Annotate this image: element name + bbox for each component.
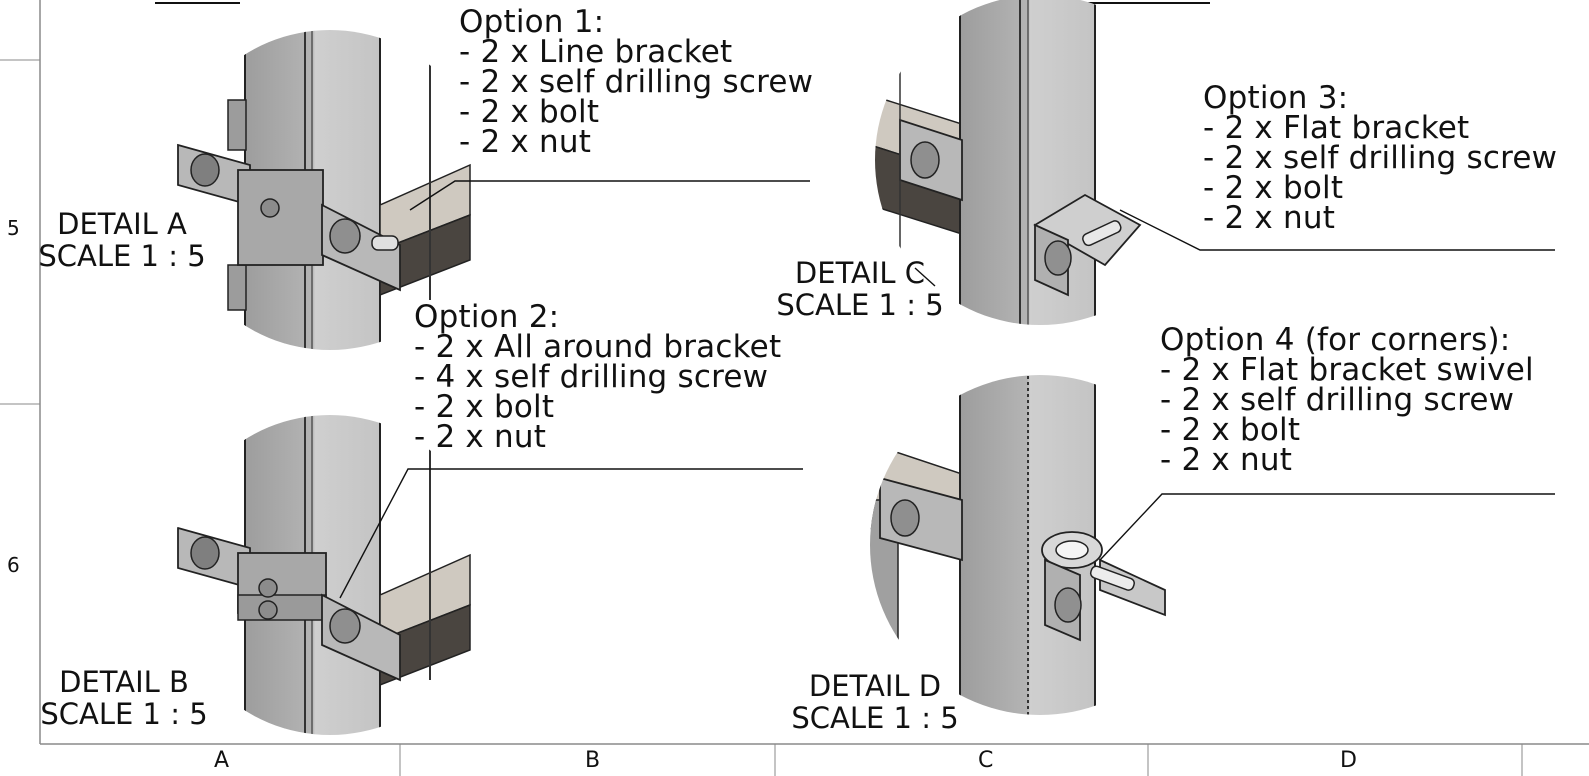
column-label-b: B bbox=[585, 748, 601, 773]
option-1-title: Option 1: bbox=[459, 4, 605, 40]
option-4-item: - 2 x Flat bracket swivel bbox=[1160, 352, 1534, 388]
option-1-item: - 2 x Line bracket bbox=[459, 34, 733, 70]
detail-c-scale: SCALE 1 : 5 bbox=[776, 288, 944, 322]
leader-lines bbox=[339, 180, 1555, 599]
detail-d-name: DETAIL D bbox=[808, 669, 942, 703]
option-2-callout: Option 2: - 2 x All around bracket - 4 x… bbox=[414, 299, 782, 455]
option-2-title: Option 2: bbox=[414, 299, 560, 335]
option-3-item: - 2 x bolt bbox=[1203, 170, 1344, 206]
option-1-item: - 2 x self drilling screw bbox=[459, 64, 814, 100]
option-3-callout: Option 3: - 2 x Flat bracket - 2 x self … bbox=[1203, 80, 1558, 236]
detail-b-name: DETAIL B bbox=[59, 665, 189, 699]
leader-option-3 bbox=[1119, 209, 1555, 251]
detail-b-illustration bbox=[170, 415, 490, 735]
detail-a-name: DETAIL A bbox=[57, 207, 187, 241]
option-2-item: - 4 x self drilling screw bbox=[414, 359, 769, 395]
option-3-item: - 2 x Flat bracket bbox=[1203, 110, 1470, 146]
detail-a-scale: SCALE 1 : 5 bbox=[38, 239, 206, 273]
leader-option-1 bbox=[409, 180, 810, 211]
detail-d-illustration bbox=[870, 375, 1210, 715]
option-1-callout: Option 1: - 2 x Line bracket - 2 x self … bbox=[459, 4, 814, 160]
detail-b-label: DETAIL B SCALE 1 : 5 bbox=[24, 666, 224, 730]
detail-b-scale: SCALE 1 : 5 bbox=[40, 697, 208, 731]
option-2-item: - 2 x All around bracket bbox=[414, 329, 782, 365]
option-4-title: Option 4 (for corners): bbox=[1160, 322, 1511, 358]
column-label-a: A bbox=[214, 748, 230, 773]
option-3-item: - 2 x nut bbox=[1203, 200, 1336, 236]
detail-a-label: DETAIL A SCALE 1 : 5 bbox=[22, 208, 222, 272]
detail-c-name: DETAIL C bbox=[794, 256, 926, 290]
option-3-item: - 2 x self drilling screw bbox=[1203, 140, 1558, 176]
option-2-item: - 2 x bolt bbox=[414, 389, 555, 425]
leader-option-2 bbox=[339, 468, 803, 599]
column-label-c: C bbox=[978, 748, 994, 773]
option-1-item: - 2 x nut bbox=[459, 124, 592, 160]
option-2-item: - 2 x nut bbox=[414, 419, 547, 455]
row-label-6: 6 bbox=[7, 553, 20, 577]
leader-option-4 bbox=[1099, 493, 1555, 561]
detail-c-label: DETAIL C SCALE 1 : 5 bbox=[760, 257, 960, 321]
detail-d-label: DETAIL D SCALE 1 : 5 bbox=[775, 670, 975, 734]
column-label-d: D bbox=[1340, 748, 1357, 773]
option-1-item: - 2 x bolt bbox=[459, 94, 600, 130]
option-4-item: - 2 x self drilling screw bbox=[1160, 382, 1515, 418]
option-4-item: - 2 x nut bbox=[1160, 442, 1293, 478]
detail-d-scale: SCALE 1 : 5 bbox=[791, 701, 959, 735]
option-3-title: Option 3: bbox=[1203, 80, 1349, 116]
option-4-item: - 2 x bolt bbox=[1160, 412, 1301, 448]
option-4-callout: Option 4 (for corners): - 2 x Flat brack… bbox=[1160, 322, 1534, 478]
leader-detail-c bbox=[914, 267, 936, 287]
row-label-5: 5 bbox=[7, 216, 20, 240]
detail-a-illustration bbox=[170, 30, 490, 350]
